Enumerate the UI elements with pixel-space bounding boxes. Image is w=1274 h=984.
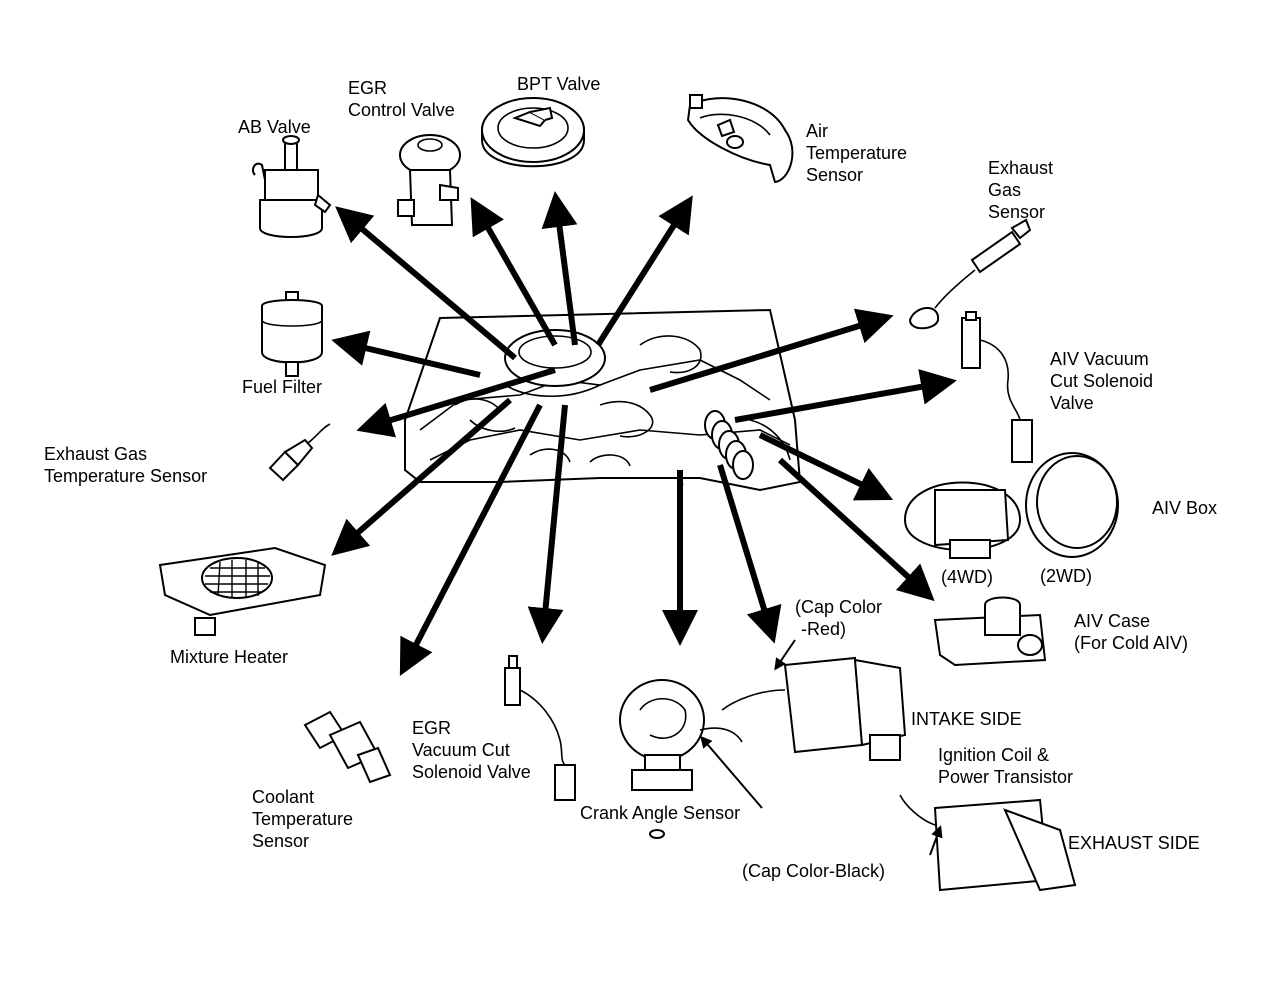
arrow-fuel-filter — [331, 330, 481, 378]
label-exhaust-side: EXHAUST SIDE — [1068, 832, 1200, 854]
label-aiv-vacuum-cut-solenoid-valve: AIV Vacuum Cut Solenoid Valve — [1050, 348, 1153, 414]
label-line: AB Valve — [238, 117, 311, 137]
arrow-ignition-coil — [717, 464, 782, 644]
arrow-egr-control-valve — [470, 197, 558, 347]
label-line: Air — [806, 121, 828, 141]
arrow-aiv-case — [777, 457, 935, 602]
label-egr-control-valve: EGR Control Valve — [348, 77, 455, 121]
label-intake-side: INTAKE SIDE — [911, 708, 1022, 730]
aiv-box-4wd-illustration — [903, 481, 1022, 559]
air-duct-bellows — [704, 410, 754, 480]
bpt-valve-illustration — [481, 97, 585, 168]
label-line: (Cap Color-Black) — [742, 861, 886, 881]
arrow-exhaust-gas-temperature-sensor — [356, 367, 556, 438]
label-line: Power Transistor — [938, 767, 1074, 787]
label-line: Sensor — [988, 202, 1046, 222]
air-cleaner-shape — [504, 329, 606, 387]
label-line: Sensor — [806, 165, 864, 185]
arrow-mixture-heater — [331, 397, 512, 556]
label-line: (Cap Color — [795, 597, 883, 617]
label-exhaust-gas-temperature-sensor: Exhaust Gas Temperature Sensor — [44, 443, 207, 487]
label-line: AIV Case — [1074, 611, 1151, 631]
aiv-vacuum-cut-solenoid-illustration — [961, 311, 1033, 463]
arrow-air-temperature-sensor — [595, 195, 693, 347]
label-aiv-box-2wd: (2WD) — [1040, 565, 1092, 587]
label-line: Valve — [1050, 393, 1094, 413]
label-ab-valve: AB Valve — [238, 116, 311, 138]
label-line: Temperature — [252, 809, 354, 829]
aiv-box-2wd-illustration — [1025, 452, 1119, 558]
ignition-coil-intake-illustration — [721, 639, 907, 761]
label-cap-color-red: (Cap Color -Red) — [795, 596, 882, 640]
arrow-bpt-valve — [541, 191, 578, 346]
arrow-exhaust-gas-sensor — [649, 308, 894, 393]
label-bpt-valve: BPT Valve — [517, 73, 600, 95]
label-mixture-heater: Mixture Heater — [170, 646, 288, 668]
label-aiv-box-4wd: (4WD) — [941, 566, 993, 588]
arrow-aiv-box — [758, 432, 894, 501]
label-line: Control Valve — [348, 100, 455, 120]
exhaust-gas-temperature-sensor-illustration — [268, 423, 331, 482]
label-line: (2WD) — [1040, 566, 1092, 586]
label-line: INTAKE SIDE — [911, 709, 1022, 729]
arrow-egr-vacuum-cut-solenoid — [527, 404, 568, 644]
label-line: Ignition Coil & — [938, 745, 1050, 765]
mixture-heater-illustration — [158, 546, 327, 636]
coolant-temperature-sensor-illustration — [303, 710, 392, 784]
label-line: Mixture Heater — [170, 647, 289, 667]
label-cap-color-black: (Cap Color-Black) — [742, 860, 885, 882]
exhaust-gas-sensor-illustration — [908, 218, 1032, 330]
arrows — [331, 191, 957, 676]
label-line: (4WD) — [941, 567, 993, 587]
air-temperature-sensor-illustration — [686, 94, 794, 184]
label-crank-angle-sensor: Crank Angle Sensor — [580, 802, 740, 824]
ignition-coil-exhaust-illustration — [899, 794, 1077, 892]
label-line: Coolant — [252, 787, 315, 807]
label-line: (For Cold AIV) — [1074, 633, 1189, 653]
aiv-case-illustration — [933, 596, 1047, 667]
label-exhaust-gas-sensor: Exhaust Gas Sensor — [988, 157, 1053, 223]
label-line: EGR — [348, 78, 388, 98]
label-line: Sensor — [252, 831, 310, 851]
label-fuel-filter: Fuel Filter — [242, 376, 322, 398]
label-line: AIV Vacuum — [1050, 349, 1149, 369]
label-ignition-coil-power-transistor: Ignition Coil & Power Transistor — [938, 744, 1073, 788]
arrow-aiv-vacuum-cut-solenoid — [734, 369, 957, 423]
label-line: BPT Valve — [517, 74, 601, 94]
label-egr-vacuum-cut-solenoid-valve: EGR Vacuum Cut Solenoid Valve — [412, 717, 531, 783]
label-line: Crank Angle Sensor — [580, 803, 741, 823]
egr-control-valve-illustration — [397, 134, 461, 226]
label-line: Cut Solenoid — [1050, 371, 1154, 391]
ab-valve-illustration — [252, 135, 332, 238]
fuel-filter-illustration — [261, 291, 323, 377]
label-line: Temperature Sensor — [44, 466, 208, 486]
label-air-temperature-sensor: Air Temperature Sensor — [806, 120, 907, 186]
label-coolant-temperature-sensor: Coolant Temperature Sensor — [252, 786, 353, 852]
label-aiv-case: AIV Case (For Cold AIV) — [1074, 610, 1188, 654]
label-line: Vacuum Cut — [412, 740, 510, 760]
arrow-ab-valve — [335, 206, 517, 361]
label-line: EGR — [412, 718, 452, 738]
arrow-coolant-temperature-sensor — [399, 403, 543, 676]
egr-vacuum-cut-solenoid-illustration — [504, 655, 576, 801]
label-line: Exhaust — [988, 158, 1054, 178]
label-line: Solenoid Valve — [412, 762, 531, 782]
label-aiv-box: AIV Box — [1152, 497, 1217, 519]
label-line: -Red) — [801, 619, 847, 639]
crank-angle-sensor-illustration — [619, 679, 763, 839]
label-line: Temperature — [806, 143, 908, 163]
label-line: Exhaust Gas — [44, 444, 148, 464]
label-line: EXHAUST SIDE — [1068, 833, 1200, 853]
engine-bay-illustration — [404, 308, 802, 492]
label-line: Fuel Filter — [242, 377, 323, 397]
label-line: Gas — [988, 180, 1022, 200]
label-line: AIV Box — [1152, 498, 1218, 518]
